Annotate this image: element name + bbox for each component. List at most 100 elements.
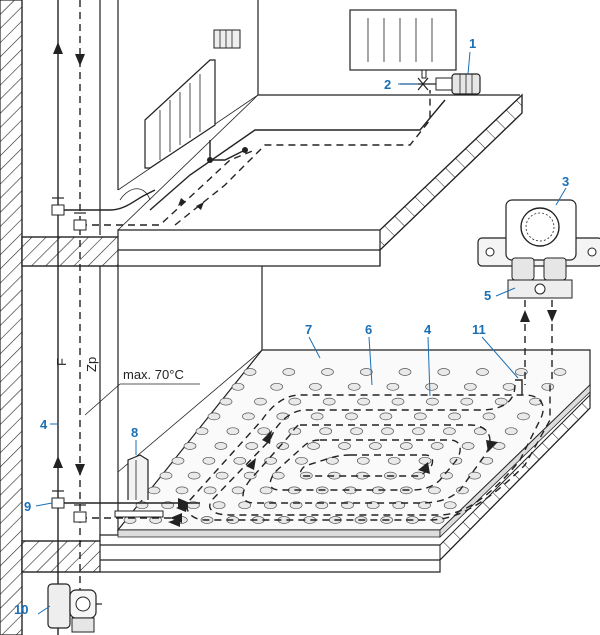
floor-stud [233,456,247,465]
flow-arrow [246,458,256,470]
floor-stud [310,412,324,421]
control-unit [477,199,600,299]
floor-stud [183,442,197,450]
floor-stud [456,486,469,495]
floor-stud [219,397,233,406]
floor-stud [319,427,333,436]
floor-stud [461,442,475,450]
callout-11: 11 [472,322,486,337]
floor-stud [203,486,217,495]
floor-stud [270,382,284,391]
return-riser-label: Zp [84,357,99,372]
radiator-right [349,9,457,71]
floor-stud [276,442,290,450]
floor-stud [468,471,481,480]
callout-4-floor: 4 [424,322,432,337]
floor-stud [212,501,226,510]
left-wall [0,0,23,635]
floor-stud [517,412,530,421]
floor-stud [243,368,257,376]
callout-5: 5 [484,288,491,303]
floor-stud [413,412,427,421]
floor-stud [418,501,431,510]
max-temp-label: max. 70°C [123,367,184,382]
floor-stud [473,427,487,436]
floor-stud [494,397,508,406]
floor-stud [426,397,439,406]
floor-stud [214,442,228,450]
floor-stud [231,486,245,495]
floor-stud [282,368,296,376]
room-outlines [99,0,520,540]
floor-stud [502,382,516,391]
flow-arrow [418,462,430,474]
floor-stud [215,471,229,480]
lower-slab [21,383,591,573]
floor-stud [443,427,456,436]
floor-stud [231,382,245,391]
floor-stud [379,412,393,421]
floor-stud [226,427,240,436]
floor-stud [381,427,394,436]
callout-6: 6 [365,322,372,337]
floor-stud [476,368,489,376]
floor-stud [460,397,474,406]
upper-slab [21,93,523,267]
floor-stud [412,427,425,436]
floor-stud [504,427,518,436]
floor-stud [418,456,432,465]
flow-riser-label: F [54,358,69,366]
callout-10: 10 [14,602,28,617]
edge-strip [127,454,149,500]
upper-pipes [58,90,446,226]
floor-stud [264,456,277,465]
risers [53,0,85,635]
floor-stud [356,456,370,465]
floor-stud [254,397,267,406]
floor-stud [399,442,413,450]
flow-arrow [486,440,498,452]
floor-stud [307,442,320,450]
floor-stud [295,456,308,465]
floor-heating-pipe [168,380,551,527]
floor-stud [345,412,358,421]
floor-stud [347,382,361,391]
callout-8: 8 [131,425,138,440]
max-temp-leader [84,383,121,416]
floor-stud [159,471,173,480]
callout-9: 9 [24,499,31,514]
floor-stud [175,486,189,495]
floor-stud [309,382,322,391]
floor-stud [271,471,285,480]
floor-stud [443,501,457,510]
floor-stud [238,501,252,510]
floor-stud [430,442,444,450]
floor-stud [553,368,567,376]
callout-leaders [35,51,567,615]
floor-stud [242,412,255,421]
thermostatic-valve [400,69,481,95]
floor-stud [257,427,271,436]
lower-pipes [58,498,200,523]
floor-stud [245,442,259,450]
floor-stud [171,456,185,465]
floor-stud [387,456,401,465]
floor-stud [369,442,382,450]
callout-3: 3 [562,174,569,189]
floor-stud [350,427,363,436]
floor-stud [187,471,201,480]
callout-1: 1 [469,36,476,51]
floor-stud [259,486,273,495]
floor-stud [428,486,441,495]
floor-stud [321,368,334,376]
callout-4-riser: 4 [40,417,48,432]
floor-stud [326,456,339,465]
floor-stud [207,412,221,421]
floor-stud [357,397,370,406]
floor-stud [359,368,373,376]
floor-stud [463,382,477,391]
floor-panel-studs [123,368,567,524]
floor-stud [398,368,412,376]
